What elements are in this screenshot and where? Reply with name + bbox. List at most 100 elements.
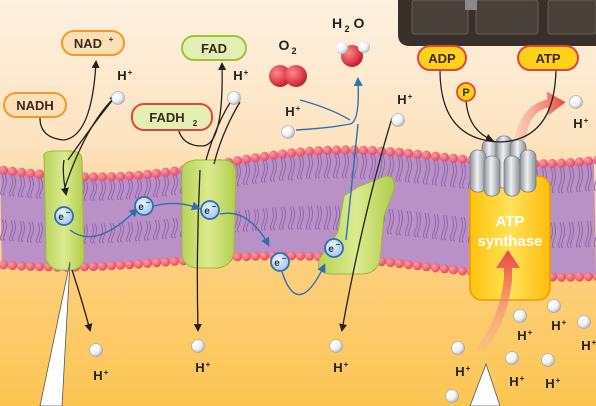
- proton-label: H: [581, 338, 590, 353]
- proton-6: H+: [89, 343, 109, 383]
- electron-3: e −: [200, 200, 220, 220]
- svg-text:ATP: ATP: [535, 51, 560, 66]
- svg-text:e: e: [58, 212, 64, 223]
- oxygen-molecule: [269, 65, 307, 87]
- water-molecule: [336, 41, 370, 67]
- proton-11: H+: [547, 299, 567, 333]
- atp-synthase-label-line1: ATP: [496, 213, 525, 230]
- svg-text:H: H: [332, 15, 342, 31]
- proton-charge: +: [520, 374, 525, 383]
- oxygen-formula: O 2: [279, 37, 297, 56]
- proton-charge: +: [592, 338, 596, 347]
- svg-text:O: O: [279, 37, 290, 53]
- svg-text:e: e: [138, 202, 144, 213]
- proton-flow-arrows: [476, 91, 566, 352]
- proton-15: [445, 389, 459, 403]
- proton-14: H+: [541, 353, 561, 391]
- atp-label: ATP: [517, 45, 579, 71]
- proton-label: H: [573, 116, 582, 131]
- proton-label: H: [195, 360, 204, 375]
- electron-arrow-2: [153, 201, 201, 211]
- proton-charge: +: [562, 318, 567, 327]
- svg-text:2: 2: [344, 24, 349, 34]
- svg-text:−: −: [66, 208, 71, 217]
- proton-charge: +: [206, 360, 211, 369]
- complex-ii-proton-line: [213, 101, 241, 165]
- svg-text:NAD: NAD: [74, 36, 102, 51]
- proton-label: H: [509, 374, 518, 389]
- fadh2-to-fad-arrow: [177, 62, 227, 147]
- proton-charge: +: [244, 68, 249, 77]
- svg-text:ADP: ADP: [428, 51, 456, 66]
- proton-12: H+: [577, 315, 596, 353]
- oxygen-to-complex-iv-arrow: [299, 99, 351, 121]
- proton-13: H+: [505, 351, 525, 389]
- svg-text:FAD: FAD: [201, 41, 227, 56]
- complex-ii-matrix-arrow: [193, 169, 202, 332]
- fadh2-label: FADH 2: [131, 103, 213, 131]
- proton-charge: +: [128, 68, 133, 77]
- electron-arrow-3: [219, 212, 270, 247]
- proton-label: H: [517, 328, 526, 343]
- proton-ball: [391, 113, 405, 127]
- complex-i-proton-in-line: [63, 95, 117, 191]
- matrix-proton-arrow: [71, 269, 93, 332]
- electron-2: e −: [134, 196, 154, 216]
- atp-synthase: ATP synthase: [469, 135, 551, 301]
- proton-ball: [547, 299, 561, 313]
- proton-9: H+: [451, 341, 471, 379]
- proton-ball: [111, 91, 125, 105]
- water-formula: H 2 O: [332, 15, 365, 34]
- proton-ball: [513, 309, 527, 323]
- proton-1: H+: [111, 68, 133, 105]
- svg-text:+: +: [109, 35, 114, 44]
- svg-text:P: P: [462, 87, 469, 99]
- atp-synthase-label-line2: synthase: [477, 233, 542, 250]
- electron-arrow-4: [281, 263, 326, 296]
- proton-ball: [445, 389, 459, 403]
- proton-charge: +: [296, 104, 301, 113]
- proton-label: H: [93, 368, 102, 383]
- adp-label: ADP: [417, 45, 467, 71]
- nadh-electron-drop-arrow: [60, 159, 69, 196]
- proton-label: H: [397, 92, 406, 107]
- electron-1: e −: [54, 206, 74, 226]
- svg-text:−: −: [212, 202, 217, 211]
- proton-ball: [227, 91, 241, 105]
- pointer-wedges: [39, 261, 501, 406]
- nadh-label: NADH: [3, 92, 67, 118]
- proton-ball: [451, 341, 465, 355]
- nad-label: NAD +: [61, 30, 125, 56]
- electron-4: e −: [270, 252, 290, 272]
- proton-label: H: [285, 104, 294, 119]
- proton-ball: [569, 95, 583, 109]
- electron-arrow-1: [69, 207, 139, 238]
- phosphate-arrow: [465, 99, 494, 142]
- proton-charge: +: [104, 368, 109, 377]
- svg-text:−: −: [282, 254, 287, 263]
- fad-label: FAD: [181, 35, 247, 61]
- proton-8: H+: [329, 339, 349, 375]
- proton-charge: +: [408, 92, 413, 101]
- proton-label: H: [117, 68, 126, 83]
- svg-text:e: e: [204, 206, 210, 217]
- complex-iv-electron-up-line: [345, 123, 359, 241]
- proton-3: H+: [281, 104, 301, 139]
- proton-ball: [577, 315, 591, 329]
- proton-ball: [541, 353, 555, 367]
- adp-to-atp-arc: [439, 65, 557, 143]
- protons: H+H+H+H+H+H+H+H+H+H+H+H+H+H+: [89, 68, 596, 403]
- svg-text:2: 2: [291, 46, 296, 56]
- proton-5: H+: [569, 95, 589, 131]
- overlay-window: [398, 0, 596, 46]
- svg-text:e: e: [274, 258, 280, 269]
- electron-transfer-arrows: [69, 77, 363, 296]
- nadh-to-nad-arrow: [39, 60, 100, 141]
- proton-label: H: [455, 364, 464, 379]
- proton-ball: [89, 343, 103, 357]
- svg-text:O: O: [354, 15, 365, 31]
- proton-ball: [505, 351, 519, 365]
- proton-ball: [281, 125, 295, 139]
- svg-text:FADH: FADH: [149, 110, 184, 125]
